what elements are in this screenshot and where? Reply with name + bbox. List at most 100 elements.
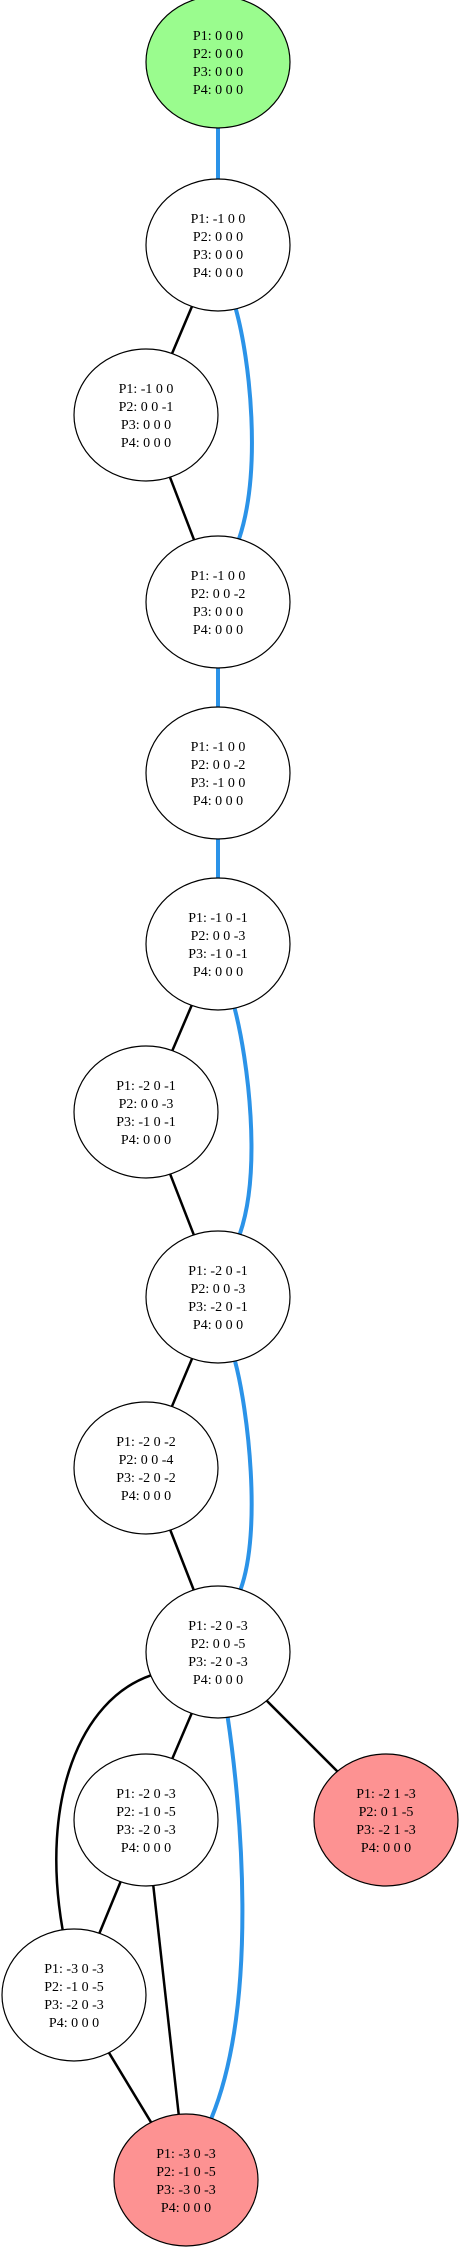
node-label-line: P2: 0 0 0 [193, 230, 243, 245]
node-label-line: P4: 0 0 0 [193, 623, 243, 638]
node-ellipse [145, 1585, 291, 1719]
node-ellipse [73, 1045, 219, 1179]
edge-n9-n10 [169, 1529, 195, 1591]
node-label-line: P1: -2 1 -3 [356, 1787, 416, 1802]
node-ellipse [145, 706, 291, 840]
node-label-line: P3: -2 1 -3 [356, 1823, 416, 1838]
node-label-line: P1: -3 0 -3 [156, 2147, 216, 2162]
node-ellipse [145, 535, 291, 669]
edge-n3-n4 [168, 476, 196, 541]
node-label-line: P3: 0 0 0 [193, 248, 243, 263]
node-label-line: P1: -2 0 -3 [188, 1619, 248, 1634]
edge-n10-n11 [171, 1712, 193, 1760]
node-label-line: P1: -1 0 0 [119, 382, 174, 397]
node-n3: P1: -1 0 0 P2: 0 0 -1 P3: 0 0 0 P4: 0 0 0 [73, 348, 219, 482]
node-label-line: P2: 0 0 -1 [119, 400, 174, 415]
node-n13: P1: -3 0 -3 P2: -1 0 -5 P3: -2 0 -3 P4: 0 0… [1, 1928, 147, 2062]
edge-n2-n3 [170, 306, 194, 354]
edge-n11-n13 [98, 1881, 122, 1934]
node-label-line: P2: 0 0 -3 [191, 929, 246, 944]
node-ellipse [73, 1753, 219, 1887]
node-label-line: P2: -1 0 -5 [156, 2165, 216, 2180]
node-label-line: P3: -2 0 -3 [44, 1998, 104, 2013]
node-label-line: P2: -1 0 -5 [44, 1980, 104, 1995]
node-label-line: P4: 0 0 0 [193, 794, 243, 809]
node-label-line: P1: -3 0 -3 [44, 1962, 104, 1977]
node-label-line: P2: -1 0 -5 [116, 1805, 176, 1820]
node-ellipse [73, 1401, 219, 1535]
edge-n8-n10-highlighted [233, 1360, 254, 1591]
node-label-line: P3: -2 0 -1 [188, 1300, 248, 1315]
node-label-line: P4: 0 0 0 [121, 1489, 171, 1504]
node-label-line: P3: -1 0 -1 [116, 1115, 176, 1130]
node-label-line: P4: 0 0 0 [49, 2016, 99, 2031]
node-label-line: P1: -1 0 0 [191, 569, 246, 584]
node-label-line: P1: 0 0 0 [193, 29, 243, 44]
node-label-line: P4: 0 0 0 [193, 1673, 243, 1688]
node-n6: P1: -1 0 -1 P2: 0 0 -3 P3: -1 0 -1 P4: 0 0 … [145, 877, 291, 1011]
node-label-line: P2: 0 0 -4 [119, 1453, 174, 1468]
node-ellipse [313, 1753, 459, 1887]
node-label-line: P1: -1 0 0 [191, 212, 246, 227]
node-n4: P1: -1 0 0 P2: 0 0 -2 P3: 0 0 0 P4: 0 0 0 [145, 535, 291, 669]
node-n7: P1: -2 0 -1 P2: 0 0 -3 P3: -1 0 -1 P4: 0 0 … [73, 1045, 219, 1179]
node-n9: P1: -2 0 -2 P2: 0 0 -4 P3: -2 0 -2 P4: 0 0 … [73, 1401, 219, 1535]
edges-layer [55, 128, 339, 2123]
node-label-line: P4: 0 0 0 [161, 2201, 211, 2216]
node-label-line: P4: 0 0 0 [193, 965, 243, 980]
edge-n13-n14 [107, 2052, 153, 2123]
node-label-line: P3: -3 0 -3 [156, 2183, 216, 2198]
node-label-line: P4: 0 0 0 [193, 83, 243, 98]
node-ellipse [1, 1928, 147, 2062]
node-label-line: P4: 0 0 0 [193, 1318, 243, 1333]
node-n11: P1: -2 0 -3P2: -1 0 -5P3: -2 0 -3P4: 0 0… [73, 1753, 219, 1887]
node-n12-end: P1: -2 1 -3 P2: 0 1 -5 P3: -2 1 -3 P4: 0 0 … [313, 1753, 459, 1887]
node-label-line: P1: -2 0 -1 [188, 1264, 248, 1279]
node-label-line: P3: 0 0 0 [121, 418, 171, 433]
edge-n10-n13 [55, 1674, 152, 1931]
edge-n8-n9 [170, 1358, 194, 1407]
node-ellipse [145, 1230, 291, 1364]
edge-n11-n14 [152, 1885, 180, 2115]
node-label-line: P1: -1 0 -1 [188, 911, 248, 926]
node-n14-end: P1: -3 0 -3 P2: -1 0 -5 P3: -3 0 -3 P4: 0 0… [113, 2113, 259, 2247]
node-n5: P1: -1 0 0 P2: 0 0 -2 P3: -1 0 0 P4: 0 0 0 [145, 706, 291, 840]
edge-n10-n12 [265, 1699, 339, 1773]
node-label-line: P4: 0 0 0 [361, 1841, 411, 1856]
node-label-line: P3: -1 0 -1 [188, 947, 248, 962]
edge-n6-n7 [171, 1004, 193, 1052]
node-n2: P1: -1 0 0 P2: 0 0 0 P3: 0 0 0 P4: 0 0 0 [145, 178, 291, 312]
node-label-line: P3: -1 0 0 [191, 776, 246, 791]
node-label-line: P3: 0 0 0 [193, 605, 243, 620]
node-n1-start: P1: 0 0 0 P2: 0 0 0 P3: 0 0 0 P4: 0 0 0 [145, 0, 291, 129]
node-label-line: P2: 0 1 -5 [359, 1805, 414, 1820]
edge-n2-n4-highlighted [233, 308, 254, 540]
edge-n7-n8 [169, 1173, 195, 1236]
node-n8: P1: -2 0 -1 P2: 0 0 -3 P3: -2 0 -1 P4: 0 0 … [145, 1230, 291, 1364]
node-label-line: P1: -2 0 -1 [116, 1079, 176, 1094]
node-label-line: P4: 0 0 0 [193, 266, 243, 281]
node-label-line: P2: 0 0 0 [193, 47, 243, 62]
node-label-line: P2: 0 0 -2 [191, 587, 246, 602]
node-ellipse [113, 2113, 259, 2247]
node-label-line: P4: 0 0 0 [121, 1133, 171, 1148]
edge-n6-n8-highlighted [232, 1007, 254, 1235]
node-label-line: P2: 0 0 -3 [191, 1282, 246, 1297]
node-label-line: P1: -2 0 -2 [116, 1435, 176, 1450]
node-label-line: P2: 0 0 -2 [191, 758, 246, 773]
node-label-line: P1: -1 0 0 [191, 740, 246, 755]
node-ellipse [73, 348, 219, 482]
node-label-line: P2: 0 0 -5 [191, 1637, 246, 1652]
node-label-line: P2: 0 0 -3 [119, 1097, 174, 1112]
node-ellipse [145, 877, 291, 1011]
node-ellipse [145, 0, 291, 129]
node-label-line: P1: -2 0 -3 [116, 1787, 176, 1802]
node-ellipse [145, 178, 291, 312]
node-label-line: P3: -2 0 -2 [116, 1471, 176, 1486]
node-label-line: P4: 0 0 0 [121, 436, 171, 451]
node-label-line: P4: 0 0 0 [121, 1841, 171, 1856]
node-n10: P1: -2 0 -3P2: 0 0 -5P3: -2 0 -3P4: 0 0 … [145, 1585, 291, 1719]
node-label-line: P3: 0 0 0 [193, 65, 243, 80]
